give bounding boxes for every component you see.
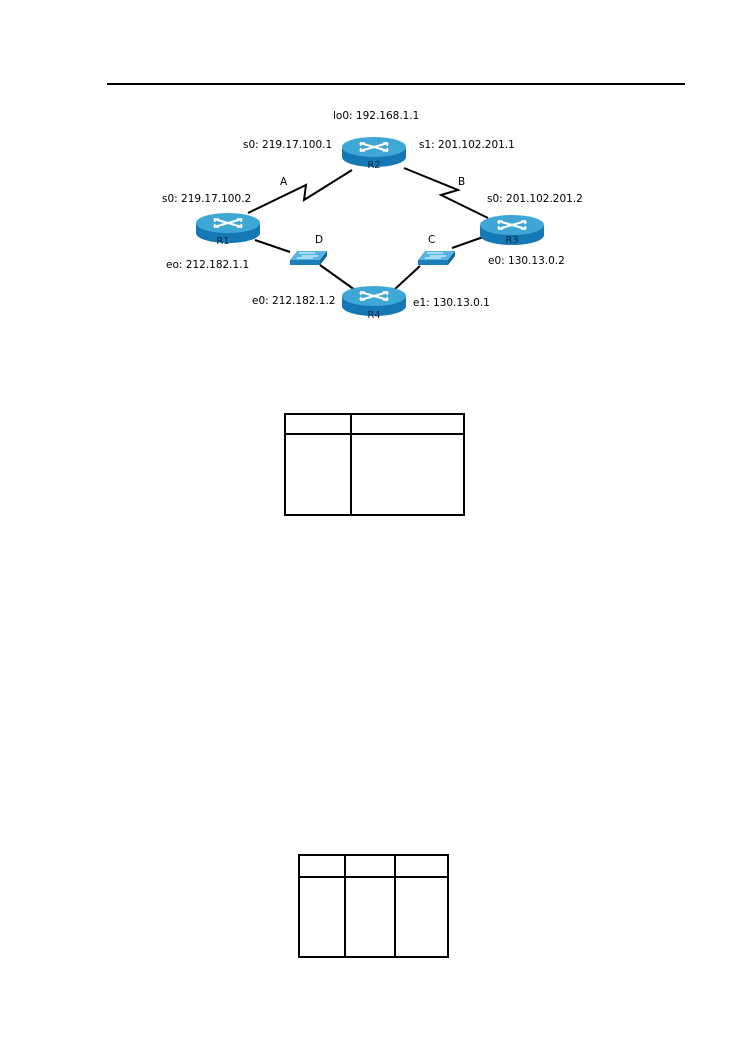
link-label-b: B xyxy=(458,176,465,188)
table-cell xyxy=(284,413,352,435)
router-r4-label: R4 xyxy=(367,310,380,321)
r1-e0-label: eo: 212.182.1.1 xyxy=(166,259,249,271)
ethernet-link-switch-d-r4 xyxy=(319,264,356,291)
table-cell xyxy=(350,413,465,435)
network-diagram: R2 R1 R3 R4 A B C D lo0: 192.168.1.1 s0:… xyxy=(162,110,583,321)
table-cell xyxy=(394,854,449,878)
serial-link-a xyxy=(247,169,353,214)
empty-table-three-column xyxy=(298,854,449,958)
link-label-a: A xyxy=(280,176,288,188)
empty-table-two-column xyxy=(284,413,465,516)
table-cell xyxy=(344,876,396,958)
table-cell xyxy=(298,854,346,878)
router-r2-label: R2 xyxy=(367,160,380,171)
r2-s1-label: s1: 201.102.201.1 xyxy=(419,139,515,151)
router-r1-label: R1 xyxy=(216,236,229,247)
r3-s0-label: s0: 201.102.201.2 xyxy=(487,193,583,205)
table-cell xyxy=(298,876,346,958)
router-r4-icon: R4 xyxy=(340,284,408,321)
router-r2-icon: R2 xyxy=(340,135,408,171)
ethernet-link-switch-c-r4 xyxy=(394,265,421,290)
ethernet-link-r3-switch-c xyxy=(451,235,487,249)
table-cell xyxy=(350,433,465,516)
switch-d-icon xyxy=(289,250,328,266)
table-header-row xyxy=(284,413,465,435)
r4-e0-label: e0: 212.182.1.2 xyxy=(252,295,335,307)
link-label-d: D xyxy=(315,234,323,246)
ethernet-link-r1-switch-d xyxy=(254,239,291,253)
table-cell xyxy=(394,876,449,958)
r2-lo0-label: lo0: 192.168.1.1 xyxy=(333,110,419,122)
header-rule xyxy=(107,83,685,85)
r1-s0-label: s0: 219.17.100.2 xyxy=(162,193,251,205)
table-row xyxy=(298,876,449,958)
r3-e0-label: e0: 130.13.0.2 xyxy=(488,255,565,267)
link-label-c: C xyxy=(428,234,435,246)
table-cell xyxy=(284,433,352,516)
table-cell xyxy=(344,854,396,878)
r2-s0-label: s0: 219.17.100.1 xyxy=(243,139,332,151)
table-row xyxy=(284,433,465,516)
router-r3-icon: R3 xyxy=(478,213,546,247)
table-header-row xyxy=(298,854,449,878)
router-r1-icon: R1 xyxy=(194,211,262,247)
router-r3-label: R3 xyxy=(505,235,518,246)
serial-link-b xyxy=(403,167,489,219)
switch-c-icon xyxy=(417,250,456,266)
r4-e1-label: e1: 130.13.0.1 xyxy=(413,297,490,309)
